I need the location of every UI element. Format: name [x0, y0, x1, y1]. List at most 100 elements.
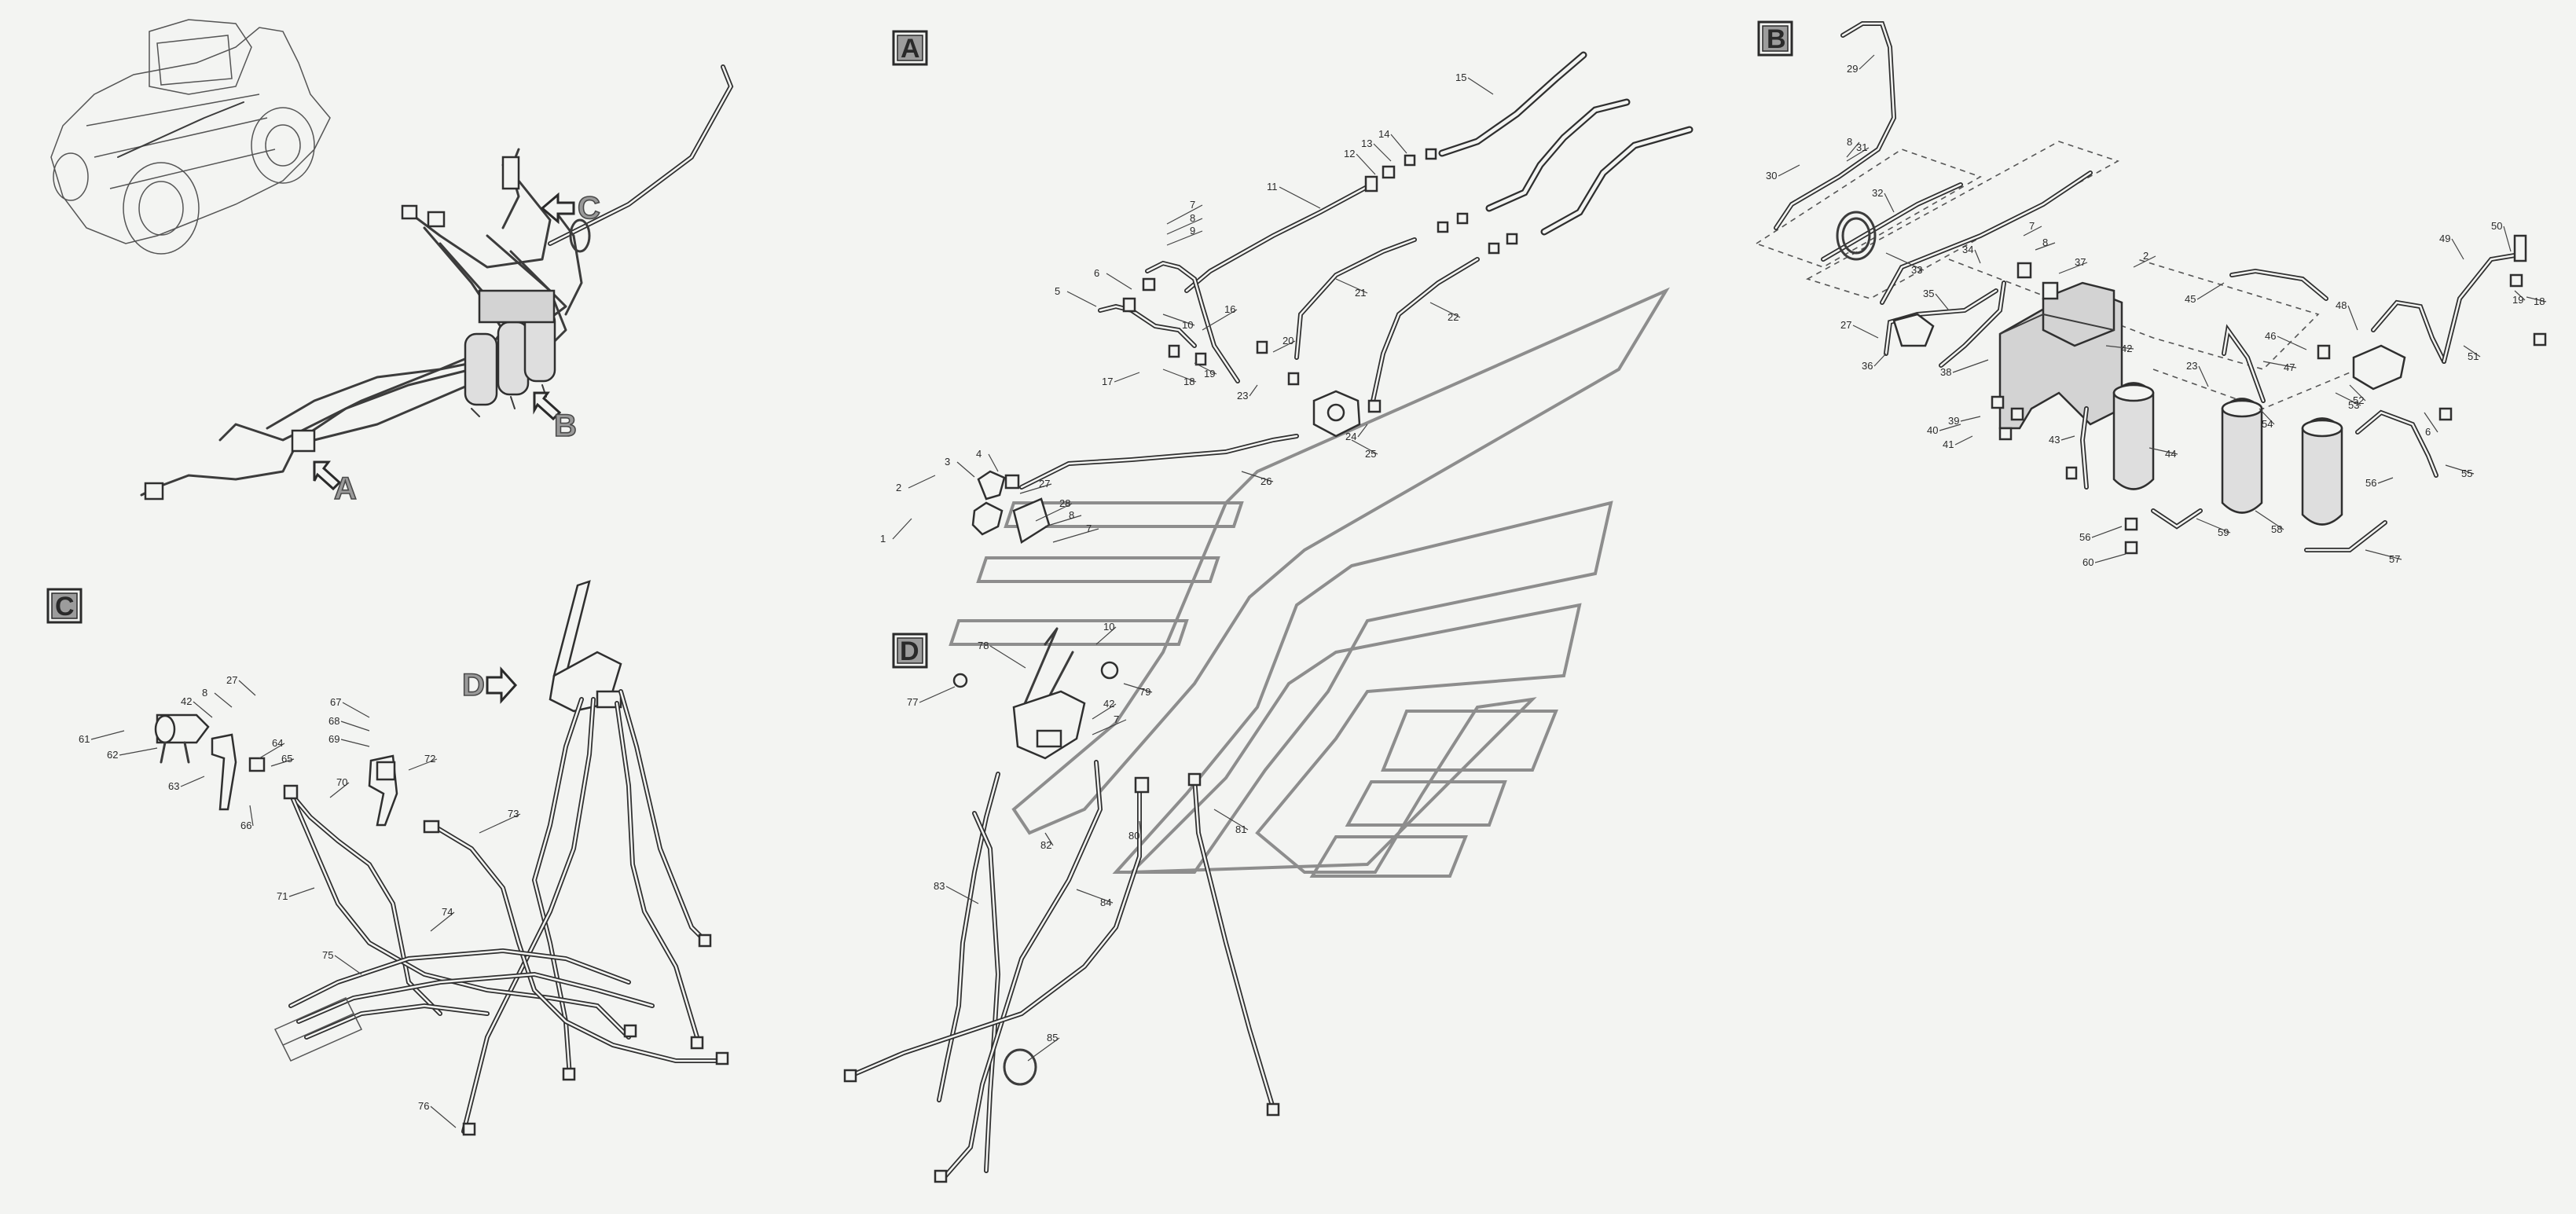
part-number-label: 74: [442, 906, 453, 918]
part-number-label: 14: [1378, 128, 1389, 140]
tractor-sketch: [50, 19, 331, 255]
part-number-label: 7: [2029, 220, 2035, 232]
part-number-label: 39: [1948, 415, 1959, 427]
svg-text:A: A: [334, 471, 357, 506]
part-number-label: 23: [1237, 390, 1248, 402]
leader-line: [1202, 309, 1238, 331]
part-number-label: 27: [1840, 319, 1851, 331]
part-number-label: 69: [328, 733, 339, 745]
part-number-label: 59: [2218, 526, 2229, 538]
part-number-label: 19: [1204, 368, 1215, 380]
leader-line: [1852, 325, 1879, 339]
leader-line: [340, 721, 370, 732]
leader-line: [1390, 134, 1407, 154]
leader-line: [249, 805, 254, 827]
leader-line: [1335, 278, 1368, 294]
overview-callout-b: B: [533, 391, 578, 444]
part-number-label: 47: [2284, 361, 2295, 373]
leader-line: [2091, 526, 2123, 538]
part-number-label: 80: [1128, 830, 1139, 842]
leader-line: [90, 730, 125, 740]
leader-line: [1166, 218, 1203, 235]
leader-line: [1935, 293, 1950, 311]
leader-line: [1859, 54, 1875, 70]
leader-line: [1939, 424, 1961, 431]
callout-d-arrow: D: [461, 666, 518, 704]
leader-line: [1166, 204, 1203, 225]
part-number-label: 45: [2185, 293, 2196, 305]
leader-line: [1954, 435, 1973, 446]
part-number-label: 55: [2461, 468, 2472, 479]
part-number-label: 43: [2049, 434, 2060, 446]
leader-line: [2060, 435, 2075, 441]
part-number-label: 70: [336, 776, 347, 788]
part-number-label: 13: [1361, 138, 1372, 149]
leader-line: [1092, 719, 1127, 735]
section-label-b: B: [1757, 20, 1793, 57]
leader-line: [430, 1106, 457, 1128]
leader-line: [1076, 889, 1114, 904]
leader-line: [1272, 340, 1296, 353]
part-number-label: 73: [508, 808, 519, 820]
part-number-label: 48: [2336, 299, 2347, 311]
leader-line: [1885, 252, 1925, 271]
part-number-label: 8: [1847, 136, 1852, 148]
part-number-label: 66: [240, 820, 251, 831]
leader-line: [2463, 345, 2481, 358]
leader-line: [270, 758, 295, 767]
part-number-label: 72: [424, 753, 435, 765]
part-number-label: 8: [2042, 237, 2048, 248]
leader-line: [988, 453, 999, 472]
part-number-label: 16: [1224, 303, 1235, 315]
svg-text:B: B: [1767, 24, 1786, 54]
leader-line: [193, 701, 213, 718]
leader-line: [1952, 359, 1989, 373]
part-number-label: 84: [1100, 897, 1111, 908]
part-number-label: 2: [896, 482, 901, 493]
part-number-label: 7: [1114, 713, 1119, 725]
section-label-c: C: [46, 588, 83, 624]
part-number-label: 22: [1448, 311, 1459, 323]
part-number-label: 42: [1103, 698, 1114, 710]
leader-line: [214, 692, 233, 708]
part-number-label: 56: [2079, 531, 2090, 543]
leader-line: [2255, 510, 2284, 530]
leader-line: [1044, 832, 1054, 846]
part-number-label: 30: [1766, 170, 1777, 182]
leader-line: [340, 739, 370, 747]
leader-line: [1194, 362, 1217, 375]
part-number-label: 28: [1059, 497, 1070, 509]
part-number-label: 27: [1039, 478, 1050, 490]
leader-line: [2196, 518, 2231, 534]
leader-line: [1960, 416, 1981, 422]
part-number-label: 8: [1190, 212, 1195, 224]
leader-line: [2347, 305, 2358, 331]
part-number-label: 3: [945, 456, 950, 468]
part-number-label: 25: [1365, 448, 1376, 460]
overview-callout-a: A: [313, 460, 358, 507]
part-number-label: 24: [1345, 431, 1356, 442]
leader-line: [2277, 336, 2307, 350]
part-number-label: 79: [1139, 686, 1150, 698]
leader-line: [1092, 703, 1117, 720]
part-number-label: 71: [277, 890, 288, 902]
part-number-label: 65: [281, 753, 292, 765]
part-number-label: 51: [2468, 350, 2479, 362]
part-number-label: 63: [168, 780, 179, 792]
part-number-label: 20: [1282, 335, 1294, 347]
part-number-label: 8: [1069, 509, 1074, 521]
overview-harness: [140, 64, 734, 501]
part-number-label: 2: [2143, 250, 2149, 262]
leader-line: [1351, 439, 1378, 455]
part-number-label: 33: [1911, 264, 1922, 276]
leader-line: [2035, 242, 2056, 251]
svg-text:C: C: [55, 592, 75, 622]
part-number-label: 41: [1943, 438, 1954, 450]
leader-line: [479, 813, 521, 834]
part-number-label: 40: [1927, 424, 1938, 436]
part-number-label: 60: [2082, 556, 2093, 568]
leader-line: [1884, 193, 1895, 213]
part-number-label: 56: [2365, 477, 2376, 489]
leader-line: [259, 743, 285, 759]
